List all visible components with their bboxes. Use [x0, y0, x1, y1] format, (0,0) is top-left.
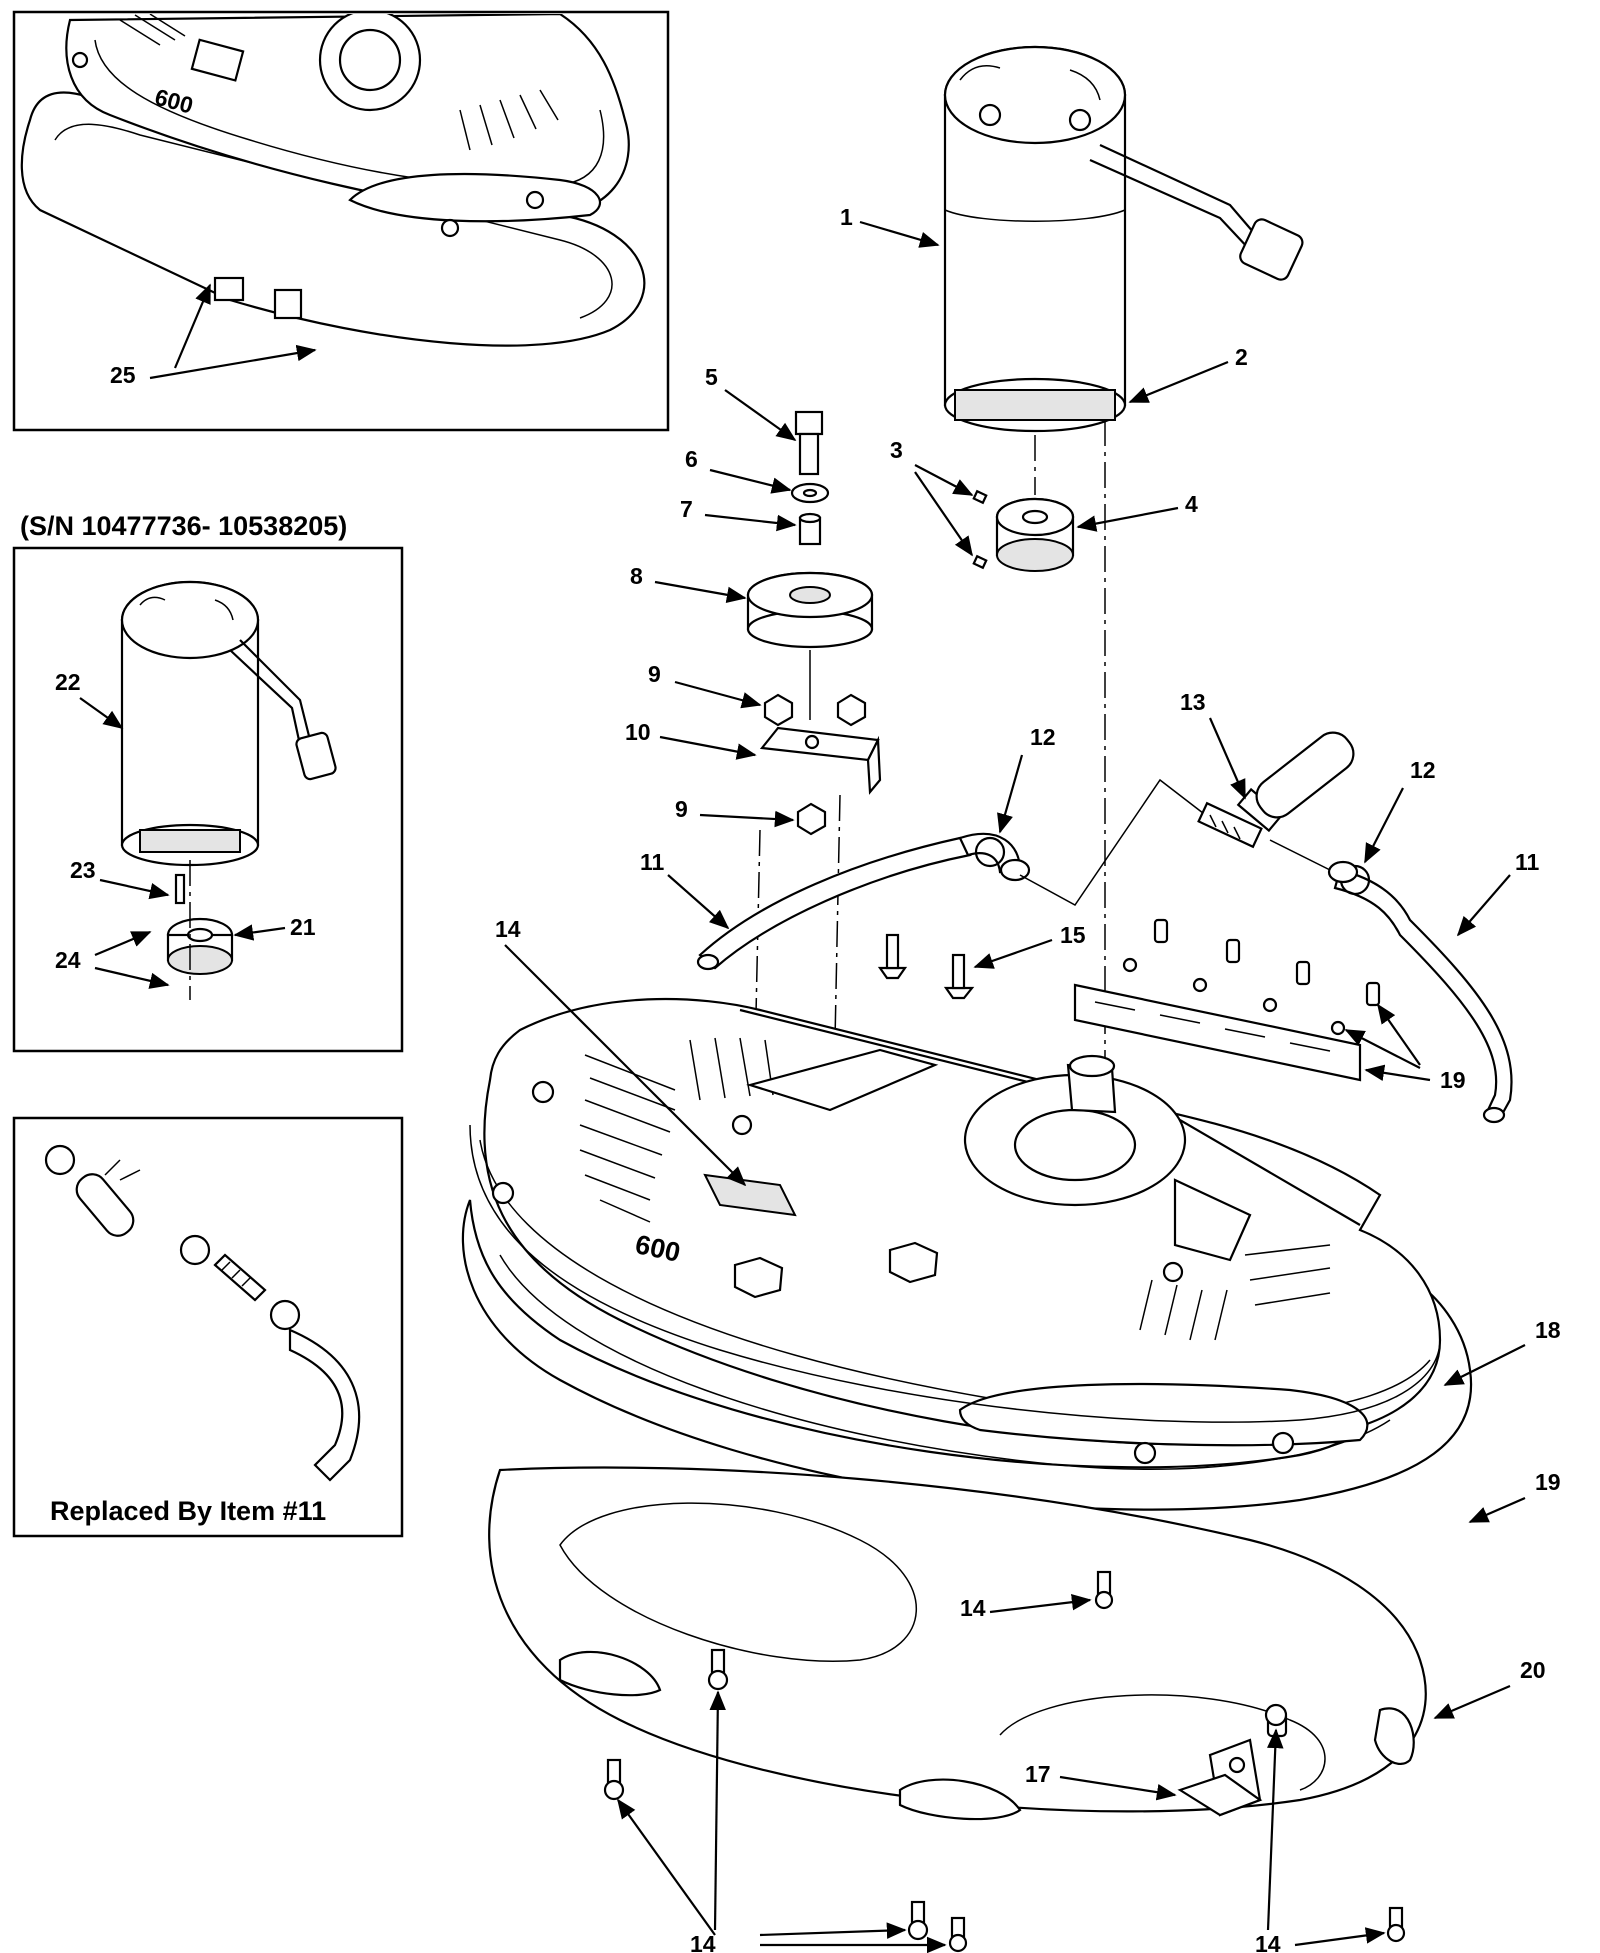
callout-19-upper: 19 — [1440, 1067, 1466, 1093]
callout-2: 2 — [1235, 344, 1248, 370]
pad-driver: 17 20 — [488, 1466, 1546, 1821]
callout-25: 25 — [110, 362, 136, 388]
callout-17: 17 — [1025, 1761, 1051, 1787]
callout-20: 20 — [1520, 1657, 1546, 1683]
callout-3: 3 — [890, 437, 903, 463]
callout-22: 22 — [55, 669, 81, 695]
mount-hardware: 5 6 7 8 9 10 9 — [625, 364, 882, 1061]
callout-23: 23 — [70, 857, 96, 883]
callout-12-left: 12 — [1030, 724, 1056, 750]
callout-8: 8 — [630, 563, 643, 589]
pulley-assembly: 3 4 — [890, 435, 1198, 572]
callout-13: 13 — [1180, 689, 1206, 715]
callout-9-upper: 9 — [648, 661, 661, 687]
serial-caption: (S/N 10477736- 10538205) — [20, 511, 347, 541]
inset-replaced-hose: Replaced By Item #11 — [12, 1116, 404, 1538]
inset-older-motor: (S/N 10477736- 10538205) 22 23 21 24 — [12, 511, 404, 1053]
callout-10: 10 — [625, 719, 651, 745]
callout-11-left: 11 — [640, 849, 665, 875]
callout-7: 7 — [680, 496, 693, 522]
callout-11-right: 11 — [1515, 849, 1540, 875]
callout-4: 4 — [1185, 491, 1198, 517]
callout-18: 18 — [1535, 1317, 1561, 1343]
callout-24: 24 — [55, 947, 81, 973]
fasteners-14: 14 14 14 — [603, 1570, 1406, 1953]
replaced-caption: Replaced By Item #11 — [50, 1496, 326, 1526]
vacuum-hose-assembly: 11 11 12 12 13 — [640, 689, 1540, 1124]
inset-deck-edge: 600 25 — [12, 10, 670, 432]
callout-21: 21 — [290, 914, 316, 940]
screws-and-plate: 15 19 — [877, 918, 1466, 1093]
callout-12-right: 12 — [1410, 757, 1436, 783]
callout-14-bottom: 14 — [690, 1931, 716, 1953]
callout-16: 15 — [1060, 922, 1086, 948]
callout-9-lower: 9 — [675, 796, 688, 822]
callout-14-right-lower: 14 — [1255, 1931, 1281, 1953]
callout-14-center: 14 — [960, 1595, 986, 1621]
main-deck: 600 14 18 19 — [461, 916, 1561, 1524]
callout-15: 14 — [495, 916, 521, 942]
callout-6: 6 — [685, 446, 698, 472]
callout-19-lower: 19 — [1535, 1469, 1561, 1495]
callout-5: 5 — [705, 364, 718, 390]
motor-assembly: 1 2 — [840, 45, 1304, 1170]
callout-1: 1 — [840, 204, 853, 230]
